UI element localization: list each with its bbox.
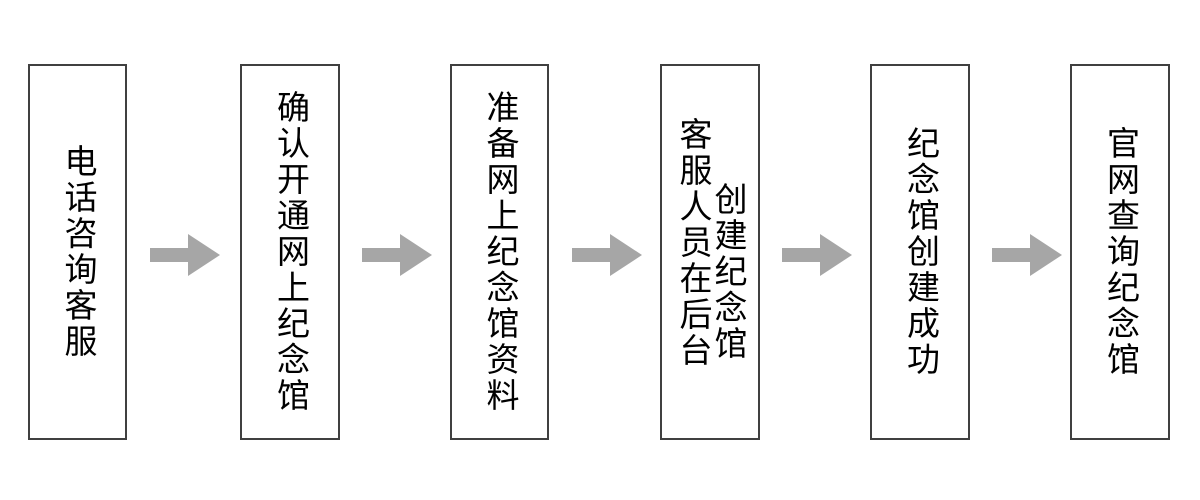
right-arrow-icon [572,232,642,278]
flow-node-label: 确认开通网上纪念馆 [271,90,311,414]
flow-node-label: 电话咨询客服 [58,144,98,360]
flow-node-label: 官网查询纪念馆 [1101,126,1141,378]
right-arrow-icon [362,232,432,278]
flow-node-prepare-memorial-materials[interactable]: 准备网上纪念馆资料 [450,64,549,440]
flow-node-phone-consult-support[interactable]: 电话咨询客服 [28,64,127,440]
flow-node-support-staff-creates-memorial[interactable]: 创建纪念馆 客服人员在后台 [660,64,760,440]
flow-node-label: 准备网上纪念馆资料 [480,90,520,414]
right-arrow-icon [150,232,220,278]
right-arrow-icon [782,232,852,278]
right-arrow-icon [992,232,1062,278]
flow-node-memorial-created-successfully[interactable]: 纪念馆创建成功 [870,64,970,440]
flow-node-label-column-left: 客服人员在后台 [674,117,713,369]
flow-node-query-memorial-on-official-site[interactable]: 官网查询纪念馆 [1070,64,1170,440]
flow-node-label-column-right: 创建纪念馆 [708,182,748,362]
flow-node-label: 纪念馆创建成功 [901,126,941,378]
flow-node-confirm-open-online-memorial[interactable]: 确认开通网上纪念馆 [240,64,340,440]
